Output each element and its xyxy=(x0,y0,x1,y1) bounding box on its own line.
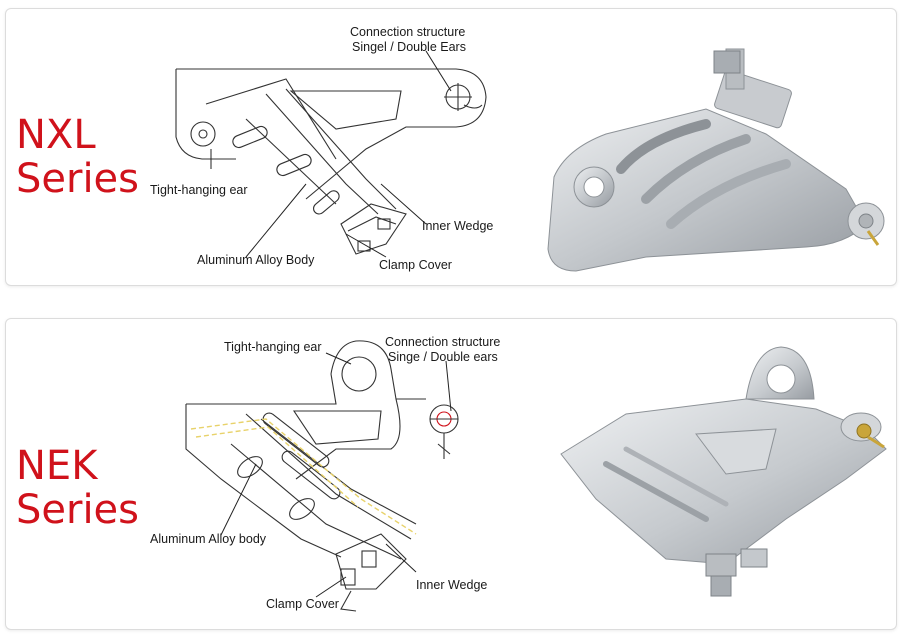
nek-leader-lines xyxy=(220,352,452,598)
nxl-label-clamp-cover: Clamp Cover xyxy=(379,258,452,272)
nek-series-panel: NEK Series xyxy=(5,318,897,630)
nxl-label-connection-line2: Singel / Double Ears xyxy=(352,40,466,54)
nxl-series-panel: NXL Series xyxy=(5,8,897,286)
nxl-label-aluminum-body: Aluminum Alloy Body xyxy=(197,253,315,267)
nxl-diagram: Connection structure Singel / Double Ear… xyxy=(150,25,885,272)
nxl-label-tight-hanging-ear: Tight-hanging ear xyxy=(150,183,248,197)
nxl-leader-lines xyxy=(210,50,452,258)
nek-conductor-path xyxy=(190,418,417,535)
nek-label-inner-wedge: Inner Wedge xyxy=(416,578,487,592)
nxl-product-photo xyxy=(547,48,885,272)
nek-title-line1: NEK xyxy=(16,443,98,489)
nxl-title-line1: NXL xyxy=(16,112,96,158)
nek-label-clamp-cover: Clamp Cover xyxy=(266,597,339,611)
nek-drawing xyxy=(185,340,459,612)
nek-label-aluminum-body: Aluminum Alloy body xyxy=(150,532,267,546)
nxl-label-connection-line1: Connection structure xyxy=(350,25,465,39)
nek-label-tight-hanging-ear: Tight-hanging ear xyxy=(224,340,322,354)
nek-series-title: NEK Series xyxy=(16,444,139,532)
nxl-series-title: NXL Series xyxy=(16,113,139,201)
nek-diagram: Tight-hanging ear Connection structure S… xyxy=(150,335,887,612)
nxl-title-line2: Series xyxy=(16,156,140,202)
nxl-label-inner-wedge: Inner Wedge xyxy=(422,219,493,233)
nek-label-connection-line1: Connection structure xyxy=(385,335,500,349)
nxl-drawing xyxy=(175,68,487,255)
nek-label-connection-line2: Singe / Double ears xyxy=(388,350,498,364)
nek-title-line2: Series xyxy=(16,487,140,533)
nek-product-photo xyxy=(560,346,887,597)
